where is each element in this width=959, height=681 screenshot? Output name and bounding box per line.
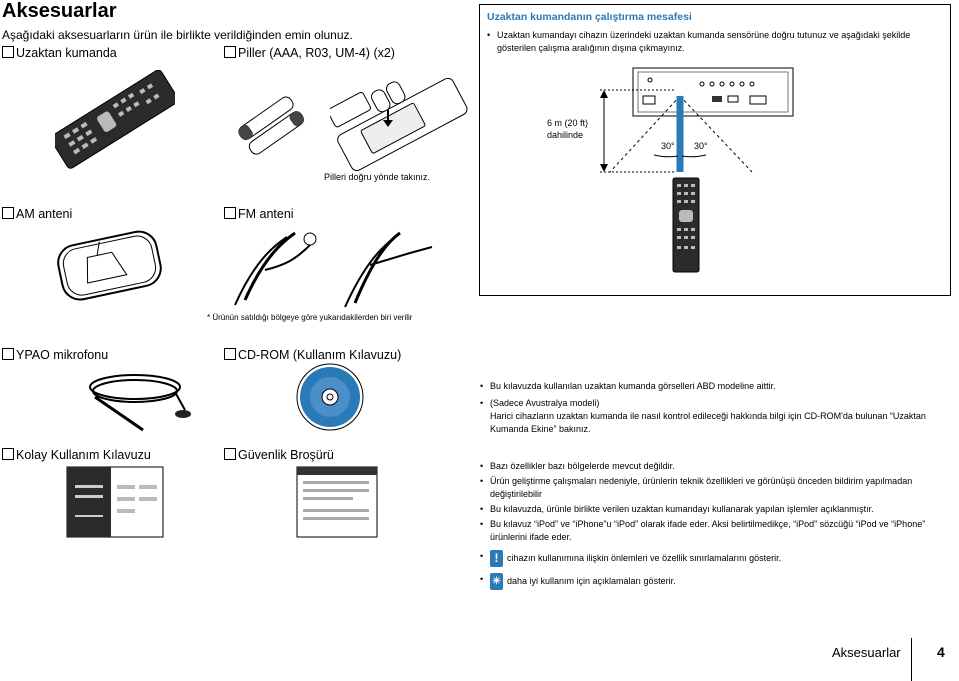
ypao-mic-label: YPAO mikrofonu [16, 348, 109, 362]
distance-label-line2: dahilinde [547, 130, 584, 140]
angle-right-label: 30° [694, 141, 708, 151]
remote-label: Uzaktan kumanda [16, 46, 117, 60]
safety-brochure-illustration [296, 466, 378, 538]
ypao-mic-item: YPAO mikrofonu [2, 348, 108, 362]
checkbox-icon [2, 348, 14, 360]
page-title: Aksesuarlar [2, 0, 117, 22]
note-item: Bu kılavuzda, ürünle birlikte verilen uz… [480, 503, 945, 516]
notes-block-1: Bu kılavuzda kullanılan uzaktan kumanda … [480, 380, 950, 436]
fm-antenna-illustration-2 [344, 231, 433, 308]
note-item: Bu kılavuz “iPod” ve “iPhone”u “iPod” ol… [480, 518, 945, 544]
legend-caution-text: cihazın kullanımına ilişkin önlemleri ve… [507, 552, 782, 563]
ypao-microphone-illustration [89, 374, 191, 432]
range-panel-bullet: Uzaktan kumandayı cihazın üzerindeki uza… [487, 29, 937, 55]
range-panel-title: Uzaktan kumandanın çalıştırma mesafesi [487, 11, 692, 23]
page-number: 4 [937, 644, 945, 660]
am-antenna-illustration [57, 230, 162, 301]
easy-guide-item: Kolay Kullanım Kılavuzu [2, 448, 151, 462]
legend-caution: ! cihazın kullanımına ilişkin önlemleri v… [480, 550, 945, 567]
checkbox-icon [2, 207, 14, 219]
remote-item: Uzaktan kumanda [2, 46, 117, 60]
operating-range-diagram [600, 67, 794, 273]
safety-brochure-label: Güvenlik Broşürü [238, 448, 334, 462]
safety-brochure-item: Güvenlik Broşürü [224, 448, 334, 462]
checkbox-icon [224, 46, 236, 58]
am-antenna-item: AM anteni [2, 207, 72, 221]
note-item: (Sadece Avustralya modeli) [480, 397, 950, 410]
am-antenna-label: AM anteni [16, 207, 73, 221]
easy-guide-booklet-illustration [66, 466, 164, 538]
fm-antenna-illustration-1 [234, 231, 317, 306]
caution-icon: ! [490, 550, 503, 567]
distance-label-line1: 6 m (20 ft) [547, 118, 589, 128]
fm-antenna-label: FM anteni [238, 207, 294, 221]
intro-text: Aşağıdaki aksesuarların ürün ile birlikt… [2, 28, 353, 42]
footer-section-label: Aksesuarlar [832, 645, 901, 660]
cdrom-item: CD-ROM (Kullanım Kılavuzu) [224, 348, 401, 362]
footer-divider [911, 638, 912, 681]
remote-control-illustration [55, 70, 175, 169]
note-item-continued: Harici cihazların uzaktan kumanda ile na… [490, 411, 926, 434]
batteries-label: Piller (AAA, R03, UM-4) (x2) [238, 46, 395, 60]
batteries-illustration [238, 96, 305, 155]
easy-guide-label: Kolay Kullanım Kılavuzu [16, 448, 151, 462]
legend-tip: ☀ daha iyi kullanım için açıklamaları gös… [480, 573, 945, 590]
fm-antenna-item: FM anteni [224, 207, 294, 221]
angle-left-label: 30° [661, 141, 675, 151]
note-item: Bazı özellikler bazı bölgelerde mevcut d… [480, 460, 945, 473]
cdrom-disc-illustration [296, 363, 364, 431]
tip-lightbulb-icon: ☀ [490, 573, 503, 590]
fm-antenna-note: * Ürünün satıldığı bölgeye göre yukarıda… [207, 313, 413, 322]
batteries-caption: Pilleri doğru yönde takınız. [324, 172, 431, 182]
battery-insertion-illustration [330, 77, 468, 171]
checkbox-icon [2, 448, 14, 460]
checkbox-icon [224, 207, 236, 219]
checkbox-icon [224, 348, 236, 360]
cdrom-label: CD-ROM (Kullanım Kılavuzu) [238, 348, 402, 362]
note-item: Bu kılavuzda kullanılan uzaktan kumanda … [480, 380, 950, 393]
legend-tip-text: daha iyi kullanım için açıklamaları göst… [507, 575, 676, 586]
notes-block-2: Bazı özellikler bazı bölgelerde mevcut d… [480, 460, 945, 590]
checkbox-icon [224, 448, 236, 460]
note-item: Ürün geliştirme çalışmaları nedeniyle, ü… [480, 475, 945, 501]
batteries-item: Piller (AAA, R03, UM-4) (x2) [224, 46, 395, 60]
operating-range-panel: Uzaktan kumandanın çalıştırma mesafesi U… [479, 4, 951, 296]
checkbox-icon [2, 46, 14, 58]
